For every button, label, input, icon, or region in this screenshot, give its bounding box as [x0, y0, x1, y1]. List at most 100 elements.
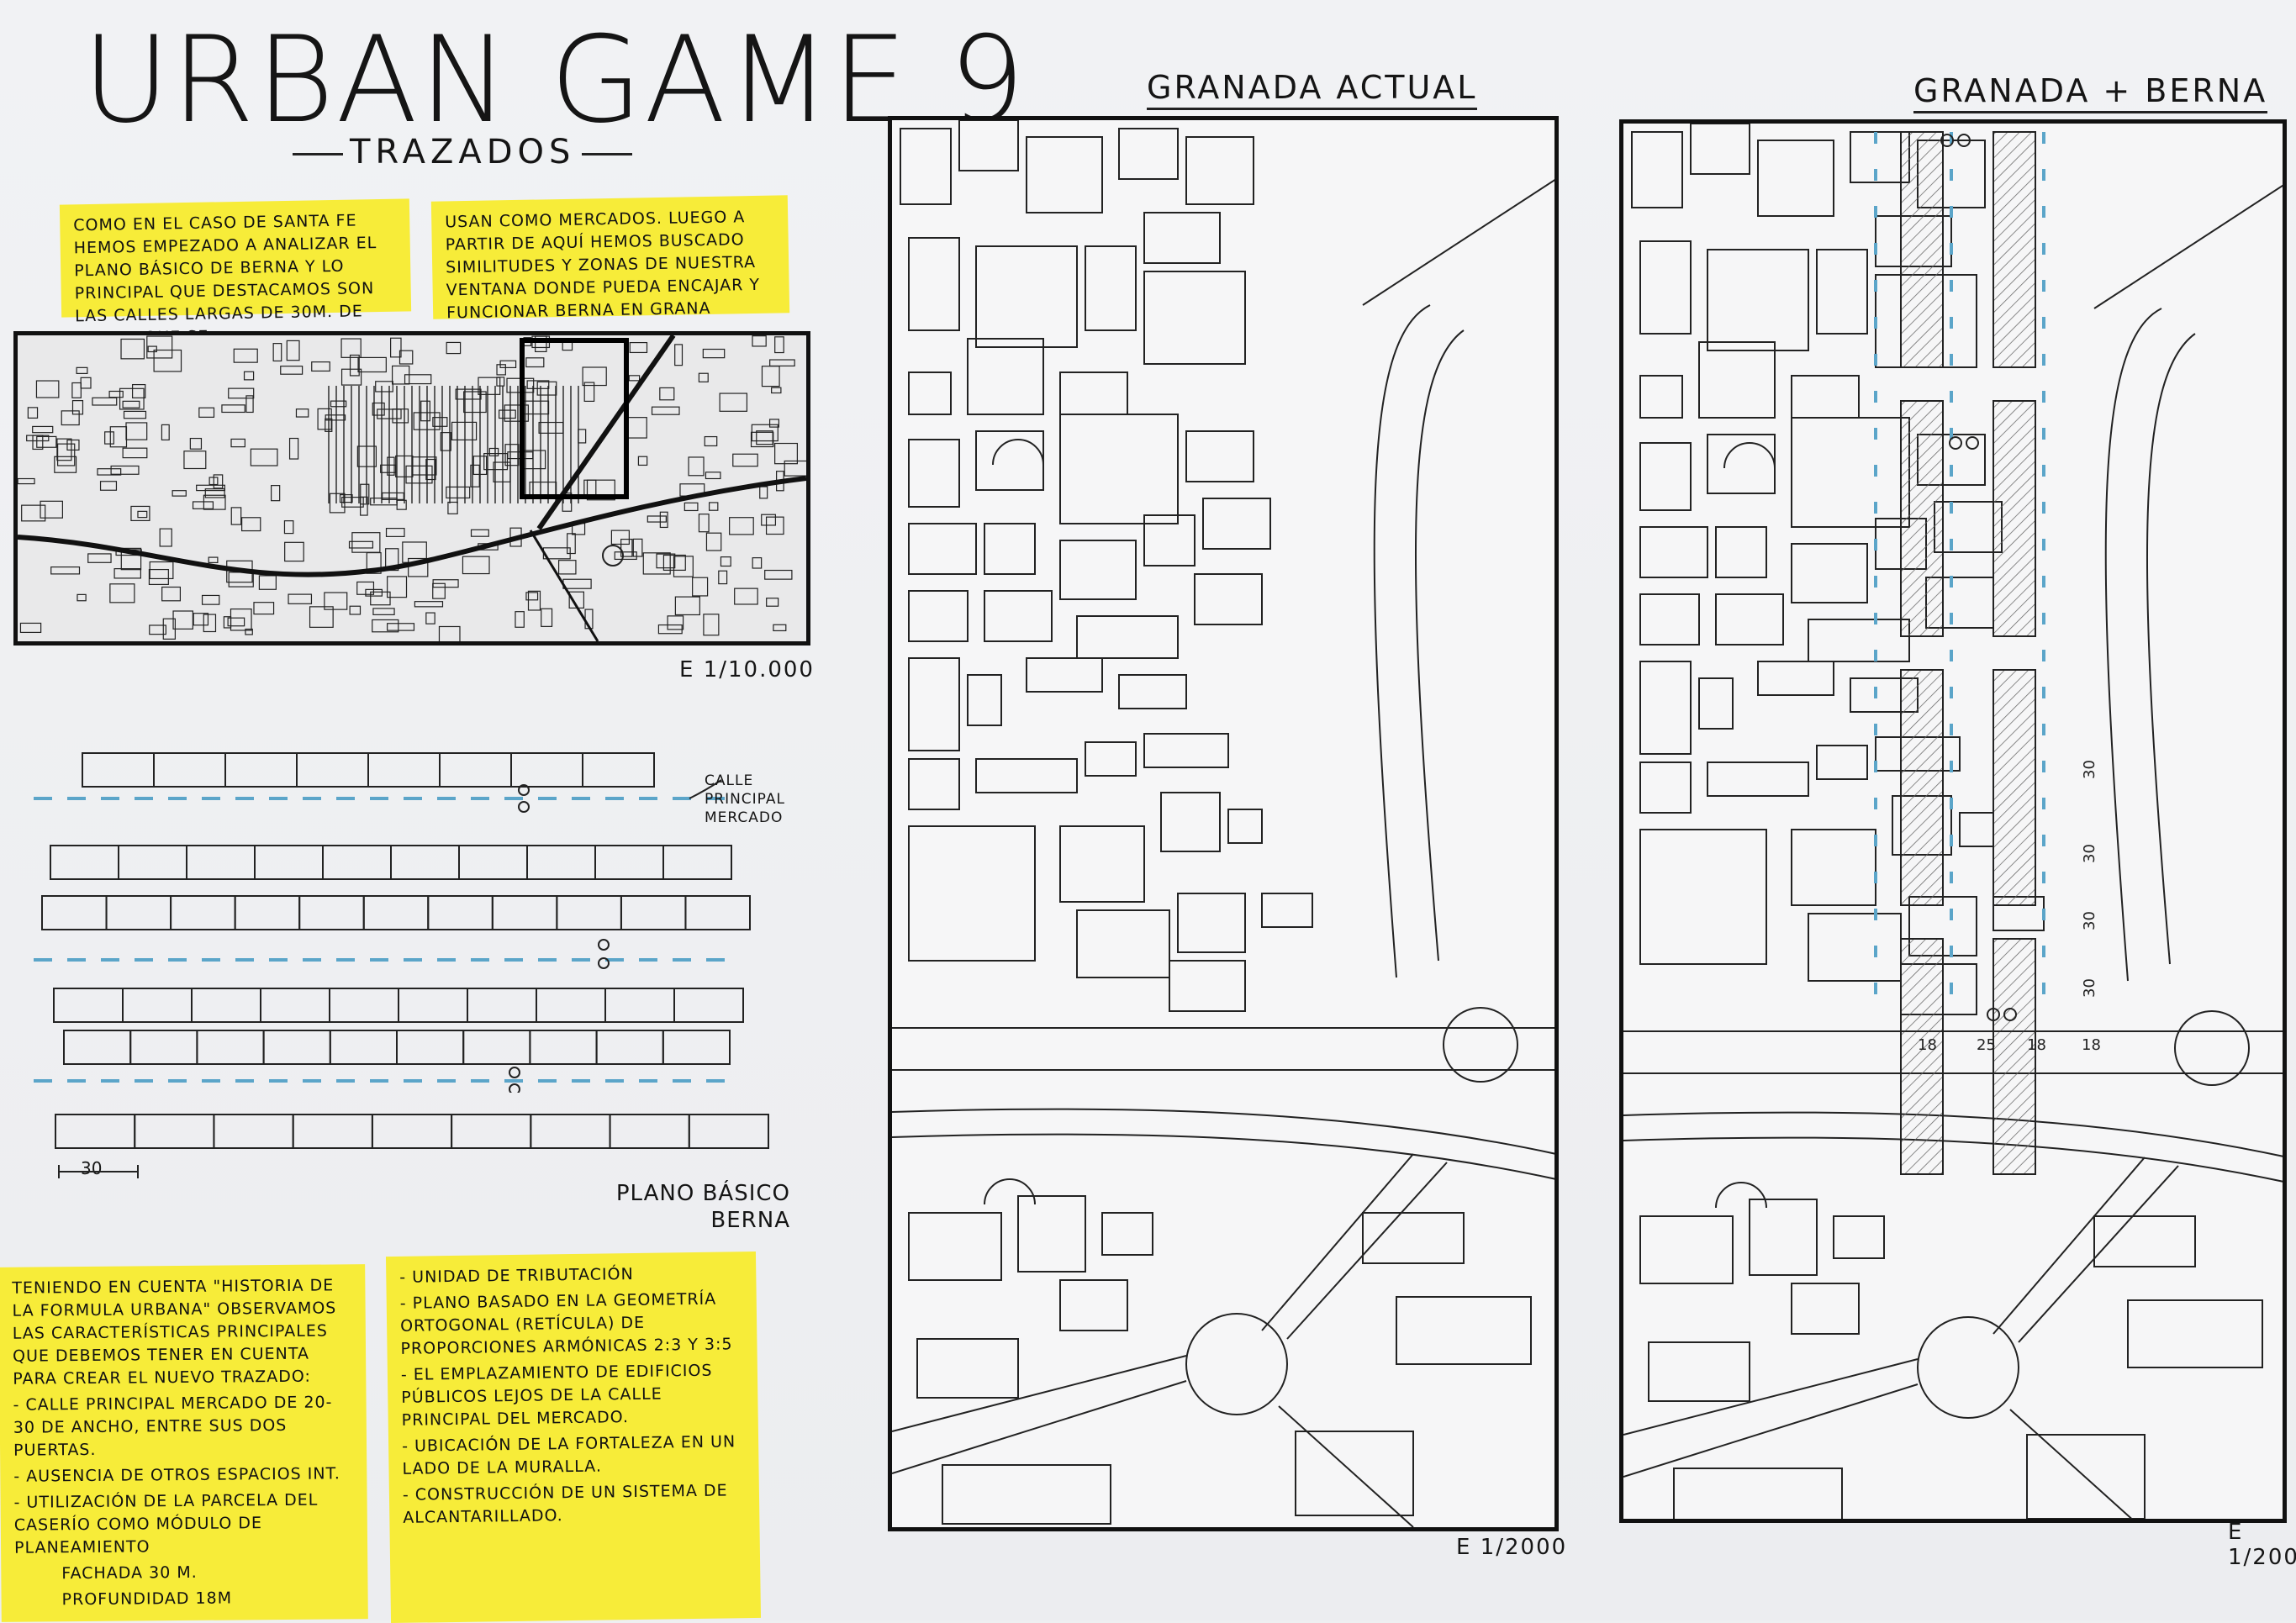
parcel: [604, 988, 675, 1023]
building-block: [451, 421, 478, 440]
building-block: [688, 456, 705, 477]
building-block: [673, 556, 694, 577]
roundabout: [602, 545, 624, 566]
building-block: [414, 601, 444, 608]
poster-subtitle: TRAZADOS: [286, 133, 639, 171]
building-block: [1101, 1212, 1153, 1256]
building-block: [120, 547, 142, 571]
building-block: [967, 674, 1002, 726]
arch-detail: [1715, 1182, 1767, 1209]
building-block: [916, 1338, 1019, 1399]
parcel: [458, 845, 528, 880]
building-block: [153, 349, 182, 372]
diagonal-street: [2093, 184, 2283, 309]
building-block: [372, 402, 385, 416]
building-block: [2093, 1215, 2196, 1267]
parcel: [662, 845, 732, 880]
building-block: [1639, 829, 1767, 965]
building-block: [1791, 543, 1868, 603]
building-block: [614, 551, 637, 561]
building-block: [227, 617, 245, 627]
parcel: [224, 752, 298, 788]
building-block: [1707, 434, 1776, 494]
parcel: [688, 1114, 769, 1149]
parcel: [594, 845, 664, 880]
building-block: [1185, 430, 1254, 482]
diagonal-street: [1278, 1405, 1414, 1527]
parcel: [296, 752, 369, 788]
building-block: [253, 602, 275, 615]
parcel: [134, 1114, 215, 1149]
building-block: [1169, 960, 1246, 1012]
building-block: [230, 507, 242, 525]
building-block: [324, 592, 348, 610]
building-block: [455, 388, 482, 400]
building-block: [387, 576, 408, 598]
building-block: [159, 528, 172, 547]
building-block: [1143, 271, 1246, 365]
parcel: [620, 895, 687, 930]
building-block: [360, 496, 368, 516]
building-block: [432, 582, 446, 599]
building-block: [161, 586, 182, 602]
building-block: [446, 486, 471, 499]
diagonal-street: [892, 1380, 1187, 1474]
building-block: [1076, 909, 1170, 978]
roundabout: [1917, 1316, 2019, 1419]
parcel: [684, 895, 751, 930]
building-block: [1639, 526, 1708, 578]
building-block: [193, 613, 209, 626]
arch-detail: [984, 1178, 1036, 1205]
building-block: [768, 419, 779, 428]
parcel: [609, 1114, 690, 1149]
building-block: [325, 414, 346, 421]
building-block: [705, 532, 722, 551]
building-block: [340, 338, 362, 358]
building-block: [1816, 249, 1868, 335]
parcel: [451, 1114, 532, 1149]
diagonal-street: [1623, 1383, 1919, 1478]
building-block: [87, 553, 112, 563]
parcel: [196, 1030, 265, 1065]
building-block: [119, 387, 145, 410]
parcel: [55, 1114, 136, 1149]
building-block: [1085, 741, 1137, 777]
building-block: [784, 460, 806, 477]
building-block: [438, 625, 461, 641]
building-block: [380, 464, 397, 473]
characteristic-item: FACHADA 30 M.: [61, 1562, 198, 1583]
building-block: [705, 472, 721, 480]
building-block: [752, 335, 767, 347]
building-block: [734, 588, 758, 605]
granada-actual-drawing: [892, 120, 1554, 1527]
building-block: [1396, 1296, 1532, 1365]
building-block: [1707, 761, 1809, 797]
building-block: [908, 758, 960, 810]
building-block: [1648, 1341, 1750, 1402]
sticky-note-intro: COMO EN EL CASO DE SANTA FE HEMOS EMPEZA…: [59, 198, 412, 348]
building-block: [1639, 240, 1692, 335]
building-block: [1026, 657, 1103, 693]
building-block: [387, 456, 395, 476]
building-block: [230, 608, 252, 631]
building-block: [35, 380, 60, 398]
building-block: [674, 596, 700, 616]
building-block: [908, 1212, 1002, 1281]
building-block: [286, 340, 300, 361]
building-block: [703, 614, 720, 636]
building-block: [1833, 1215, 1885, 1259]
building-block: [684, 502, 699, 512]
building-block: [372, 608, 395, 615]
building-block: [578, 429, 587, 444]
building-block: [447, 501, 458, 514]
parcel: [398, 988, 468, 1023]
building-block: [348, 540, 374, 549]
building-block: [720, 556, 731, 567]
building-block: [27, 407, 39, 419]
berna-parcel-block: [1900, 400, 1944, 637]
building-block: [764, 569, 793, 580]
building-block: [908, 825, 1036, 962]
building-block: [258, 575, 277, 590]
parcel: [673, 988, 744, 1023]
building-block: [131, 383, 146, 398]
